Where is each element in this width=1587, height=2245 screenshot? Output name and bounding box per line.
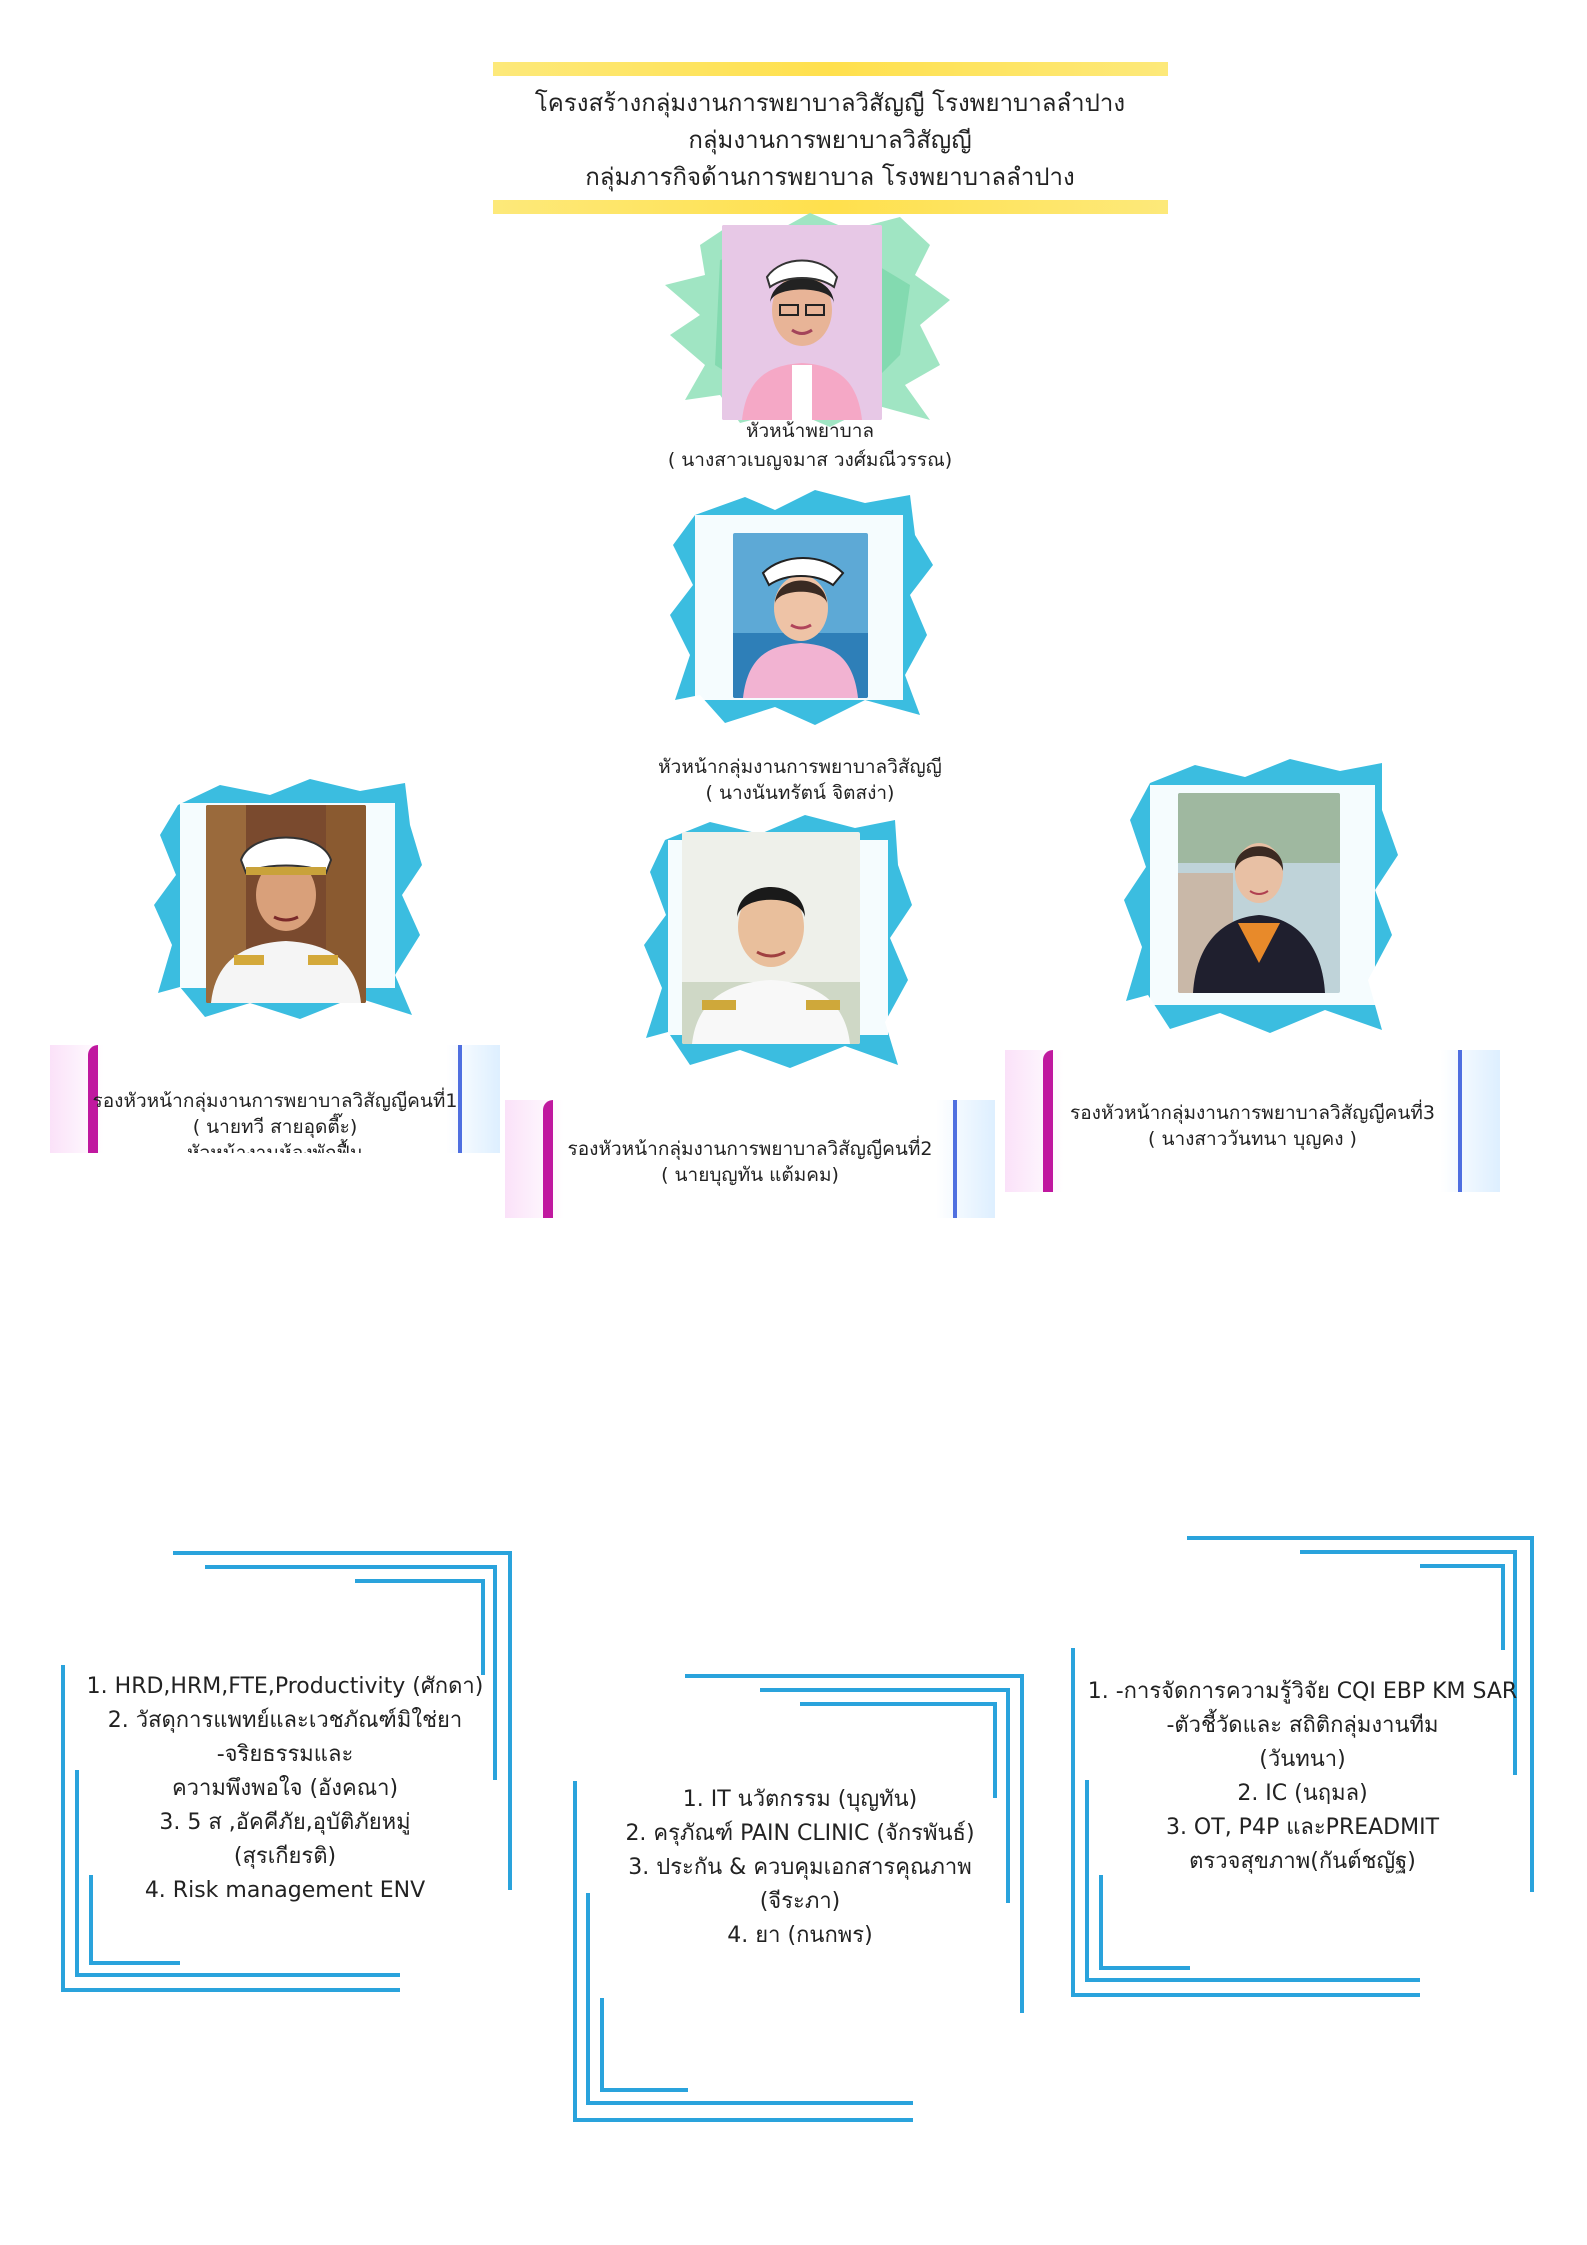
deputy-2-role: รองหัวหน้ากลุ่มงานการพยาบาลวิสัญญีคนที่2 bbox=[567, 1138, 933, 1160]
task-1-line-1: 1. HRD,HRM,FTE,Productivity (ศักดา) bbox=[86, 1674, 484, 1699]
task-3-line-1: 1. -การจัดการความรู้วิจัย CQI EBP KM SAR bbox=[1087, 1679, 1518, 1704]
title-bottom-bar bbox=[493, 200, 1168, 214]
task-3-line-2: -ตัวชี้วัดและ สถิติกลุ่มงานทีม bbox=[1166, 1713, 1439, 1738]
group-head-portrait bbox=[733, 533, 868, 698]
blue-accent-bar bbox=[1458, 1050, 1462, 1192]
task-2-line-5: 4. ยา (กนกพร) bbox=[727, 1923, 873, 1948]
task-3-line-5: 3. OT, P4P และPREADMIT bbox=[1165, 1815, 1440, 1840]
group-head-role: หัวหน้ากลุ่มงานการพยาบาลวิสัญญี bbox=[658, 756, 942, 778]
deputy-3-photo-frame bbox=[1120, 755, 1400, 1035]
task-2-line-4: (จีระภา) bbox=[759, 1889, 841, 1914]
magenta-accent-bar bbox=[543, 1100, 553, 1218]
task-3-line-6: ตรวจสุขภาพ(กันต์ชญัฐ) bbox=[1189, 1849, 1416, 1874]
task-2-line-1: 1. IT นวัตกรรม (บุญทัน) bbox=[682, 1787, 918, 1812]
task-1-line-3: -จริยธรรมและ bbox=[216, 1742, 354, 1767]
task-1-line-7: 4. Risk management ENV bbox=[144, 1878, 426, 1903]
corner-frame-decoration bbox=[61, 1551, 512, 1992]
magenta-accent-bar bbox=[88, 1045, 98, 1153]
deputy-3-name: ( นางสาววันทนา บุญคง ) bbox=[1148, 1128, 1357, 1150]
head-nurse-portrait bbox=[722, 225, 882, 420]
group-head-name: ( นางนันทรัตน์ จิตสง่า) bbox=[705, 782, 895, 804]
task-1-line-2: 2. วัสดุการแพทย์และเวชภัณฑ์มิใช่ยา bbox=[107, 1708, 463, 1733]
deputy-1-name: ( นายทวี สายอุดตี๊ะ) bbox=[192, 1116, 358, 1138]
task-1-line-5: 3. 5 ส ,อัคคีภัย,อุบัติภัยหมู่ bbox=[159, 1810, 411, 1835]
task-box-deputy-2: 1. IT นวัตกรรม (บุญทัน) 2. ครุภัณฑ์ PAIN… bbox=[570, 1668, 1030, 2128]
task-box-deputy-1: 1. HRD,HRM,FTE,Productivity (ศักดา) 2. ว… bbox=[55, 1545, 515, 2005]
deputy-3-role: รองหัวหน้ากลุ่มงานการพยาบาลวิสัญญีคนที่3 bbox=[1070, 1102, 1435, 1124]
page-title: โครงสร้างกลุ่มงานการพยาบาลวิสัญญี โรงพยา… bbox=[440, 85, 1220, 196]
magenta-accent-bar bbox=[1043, 1050, 1053, 1192]
blue-accent-bar bbox=[953, 1100, 957, 1218]
group-head-photo-frame bbox=[665, 485, 935, 730]
title-line-1: โครงสร้างกลุ่มงานการพยาบาลวิสัญญี โรงพยา… bbox=[534, 89, 1126, 117]
title-top-bar bbox=[493, 62, 1168, 76]
deputy-1-photo-frame bbox=[150, 775, 425, 1020]
deputy-3-label: รองหัวหน้ากลุ่มงานการพยาบาลวิสัญญีคนที่3… bbox=[1005, 1050, 1500, 1192]
deputy-1-extra: หัวหน้างานห้องพักฟื้น bbox=[187, 1142, 363, 1153]
blue-accent-bar bbox=[458, 1045, 462, 1153]
task-1-line-4: ความพึงพอใจ (อังคณา) bbox=[171, 1776, 399, 1801]
deputy-2-photo-frame bbox=[640, 810, 915, 1070]
title-line-3: กลุ่มภารกิจด้านการพยาบาล โรงพยาบาลลำปาง bbox=[585, 163, 1075, 191]
deputy-3-portrait bbox=[1178, 793, 1340, 993]
task-box-deputy-3: 1. -การจัดการความรู้วิจัย CQI EBP KM SAR… bbox=[1065, 1530, 1540, 2010]
task-1-line-6: (สุรเกียรติ) bbox=[233, 1844, 337, 1869]
deputy-1-portrait bbox=[206, 805, 366, 1003]
head-nurse-photo-frame bbox=[660, 205, 960, 430]
title-line-2: กลุ่มงานการพยาบาลวิสัญญี bbox=[688, 126, 972, 154]
deputy-2-name: ( นายบุญทัน แต้มคม) bbox=[661, 1164, 839, 1186]
deputy-1-label: รองหัวหน้ากลุ่มงานการพยาบาลวิสัญญีคนที่1… bbox=[50, 1045, 500, 1153]
task-3-line-4: 2. IC (นฤมล) bbox=[1237, 1781, 1368, 1806]
head-nurse-role: หัวหน้าพยาบาล bbox=[745, 420, 875, 442]
task-2-line-3: 3. ประกัน & ควบคุมเอกสารคุณภาพ bbox=[628, 1855, 972, 1880]
task-3-line-3: (วันทนา) bbox=[1259, 1747, 1346, 1772]
deputy-2-portrait bbox=[682, 832, 860, 1044]
head-nurse-name: ( นางสาวเบญจมาส วงศ์มณีวรรณ) bbox=[667, 449, 953, 471]
corner-frame-decoration bbox=[573, 1674, 1024, 2122]
deputy-1-role: รองหัวหน้ากลุ่มงานการพยาบาลวิสัญญีคนที่1 bbox=[92, 1090, 458, 1112]
task-2-line-2: 2. ครุภัณฑ์ PAIN CLINIC (จักรพันธ์) bbox=[625, 1821, 975, 1846]
corner-frame-decoration bbox=[1071, 1536, 1534, 1997]
deputy-2-label: รองหัวหน้ากลุ่มงานการพยาบาลวิสัญญีคนที่2… bbox=[505, 1100, 995, 1218]
